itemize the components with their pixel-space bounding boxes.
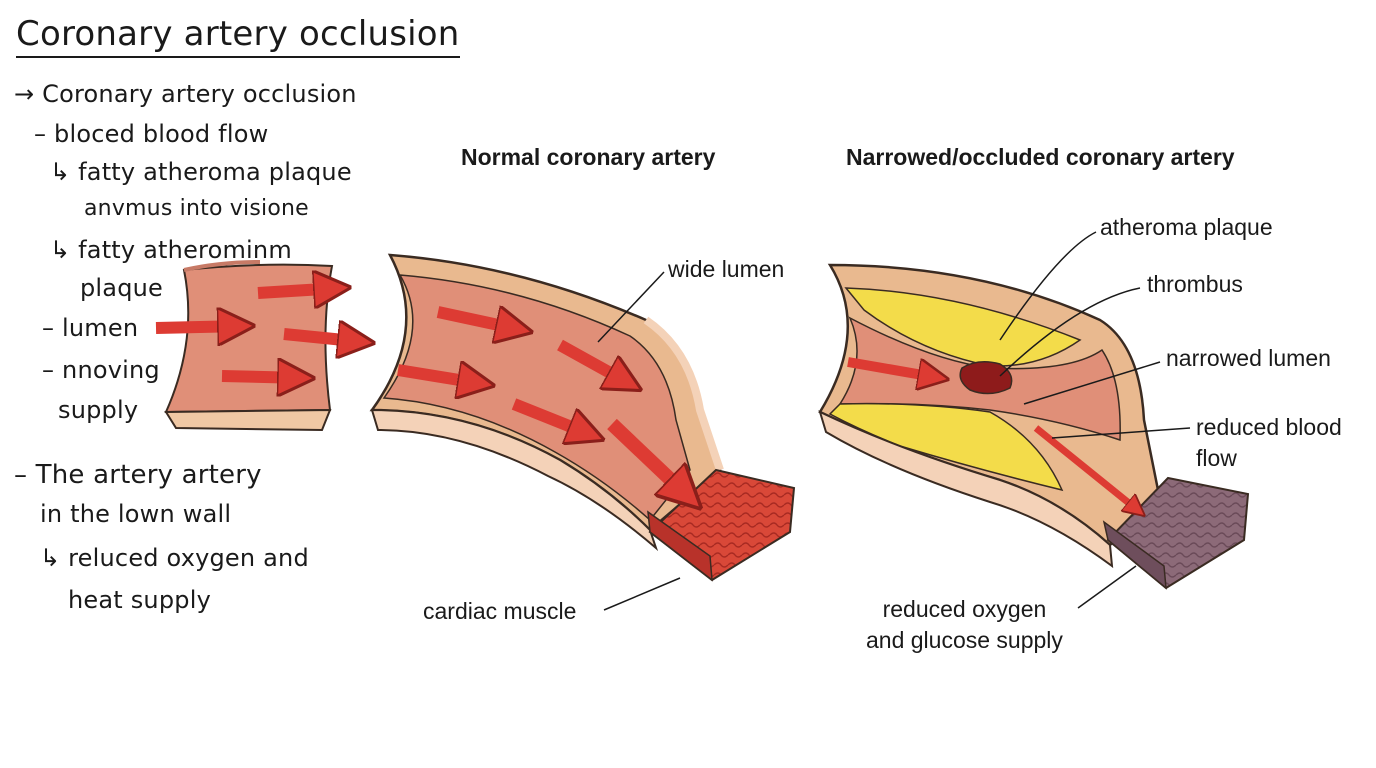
- note-line: – lumen: [42, 314, 139, 342]
- narrowed-lumen-leader: [1023, 361, 1161, 405]
- occluded-artery-heading: Narrowed/occluded coronary artery: [846, 144, 1235, 170]
- note-line: supply: [58, 396, 139, 424]
- note-line: – nnoving: [42, 356, 160, 384]
- reduced-supply-leader: [1077, 565, 1137, 609]
- note-line: in the lown wall: [40, 500, 232, 528]
- reduced-blood-flow-line-2: flow: [1196, 445, 1237, 471]
- reduced-blood-flow-leader: [1051, 427, 1191, 439]
- atheroma-plaque-label: atheroma plaque: [1100, 214, 1273, 240]
- thrombus-leader: [999, 287, 1141, 377]
- reduced-supply-label: reduced oxygen and glucose supply: [866, 594, 1063, 656]
- cardiac-muscle-leader: [603, 577, 681, 611]
- normal-artery-flow-arrows: [397, 312, 692, 500]
- note-line: heat supply: [68, 586, 211, 614]
- narrowed-lumen-label: narrowed lumen: [1166, 345, 1331, 371]
- note-line: ↳ fatty atheroma plaque: [50, 158, 352, 186]
- cardiac-muscle-label: cardiac muscle: [423, 598, 577, 624]
- note-line: – The artery artery: [14, 460, 262, 490]
- small-vessel-flow-arrows: [155, 288, 364, 378]
- note-line: ↳ fatty atherominm: [50, 236, 292, 264]
- reduced-supply-line-1: reduced oxygen: [882, 596, 1047, 622]
- note-line: → Coronary artery occlusion: [14, 80, 357, 108]
- occluded-artery-flow-arrows: [847, 357, 1140, 512]
- wide-lumen-label: wide lumen: [668, 256, 785, 282]
- reduced-blood-flow-line-1: reduced blood: [1196, 414, 1342, 440]
- thrombus-label: thrombus: [1147, 271, 1243, 297]
- reduced-supply-line-2: and glucose supply: [866, 627, 1063, 653]
- normal-artery: [369, 253, 796, 582]
- wide-lumen-leader: [597, 271, 665, 343]
- note-line: plaque: [80, 274, 164, 302]
- normal-artery-heading: Normal coronary artery: [461, 144, 716, 170]
- note-line: ↳ reluced oxygen and: [40, 544, 309, 572]
- note-line: anvmus into visione: [84, 196, 309, 221]
- reduced-blood-flow-label: reduced blood flow: [1196, 412, 1342, 474]
- atheroma-plaque-leader: [999, 231, 1097, 341]
- notes-title: Coronary artery occlusion: [16, 14, 460, 58]
- note-line: – bloced blood flow: [34, 120, 269, 148]
- occluded-artery: [818, 263, 1250, 590]
